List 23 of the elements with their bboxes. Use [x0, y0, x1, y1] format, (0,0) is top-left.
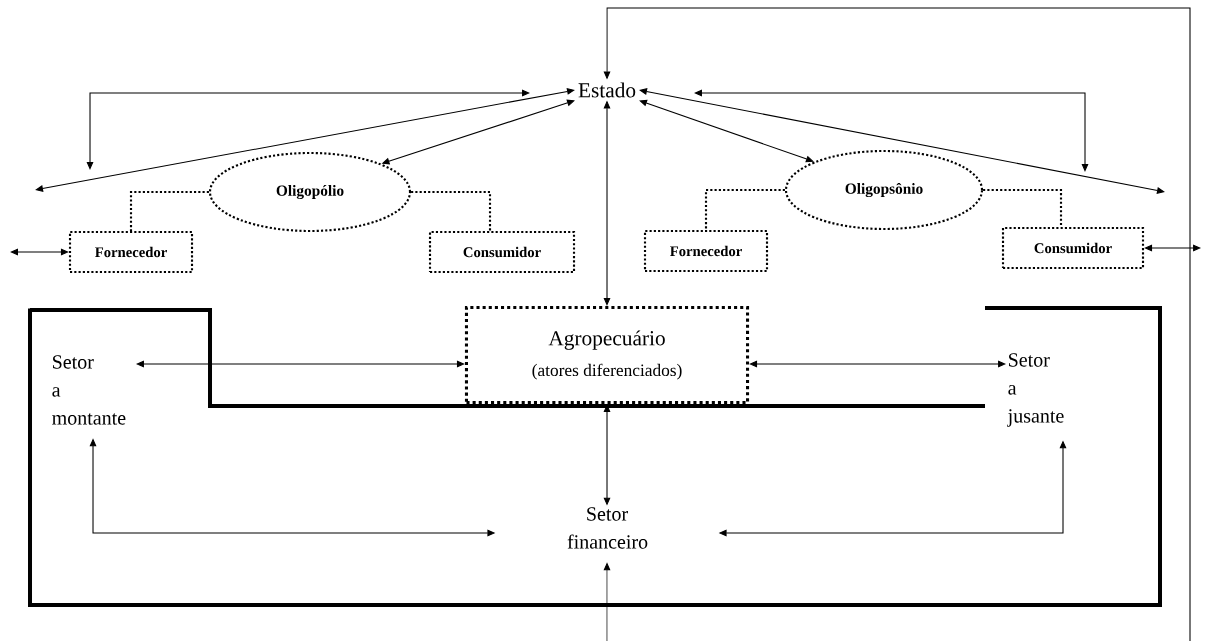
dotted-connector [129, 190, 209, 231]
dotted-box: Fornecedor [643, 229, 769, 273]
arrow [86, 89, 530, 170]
label-text: Setor a jusante [1007, 353, 1064, 427]
arrow [639, 88, 1165, 194]
dotted-box: Consumidor [1001, 226, 1145, 270]
label-text: Estado [578, 82, 636, 98]
arrow [136, 360, 465, 368]
arrow [749, 360, 1006, 368]
dotted-connector [983, 188, 1063, 227]
sector-outline [28, 306, 1162, 607]
arrow [1144, 244, 1201, 252]
label-text: Setor a montante [52, 355, 126, 425]
arrow [639, 99, 814, 163]
arrow [603, 7, 1191, 641]
dotted-connector [704, 188, 785, 230]
label-text: Setor financeiro [567, 507, 648, 549]
dotted-connector [411, 190, 492, 231]
arrow [694, 89, 1089, 172]
dotted-box: Fornecedor [68, 230, 194, 274]
arrow [35, 88, 575, 192]
arrow [10, 248, 69, 256]
dotted-box: Consumidor [428, 230, 576, 274]
